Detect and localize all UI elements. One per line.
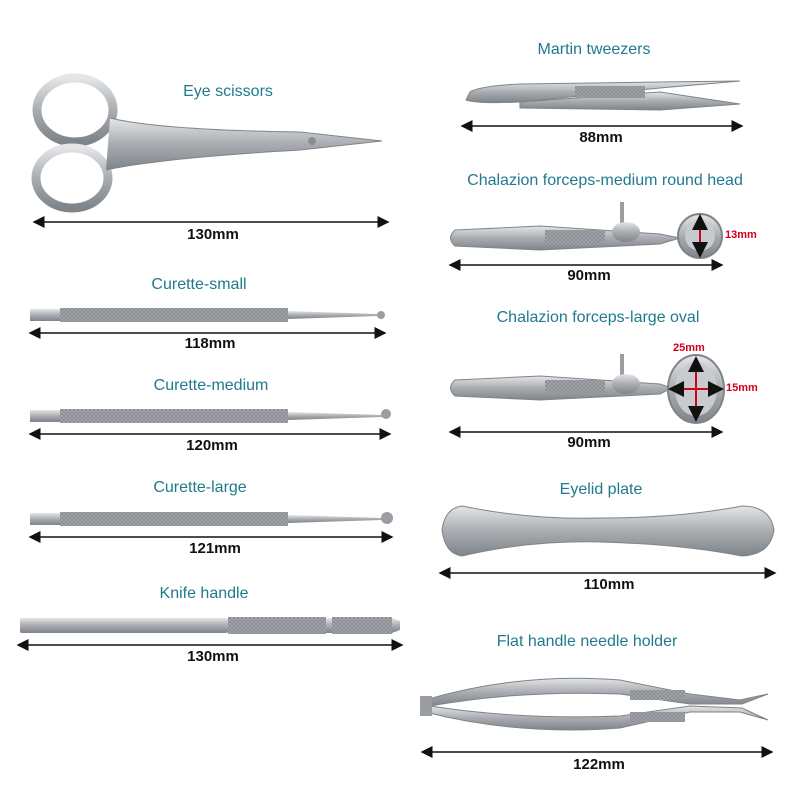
chalazion-medium-head-size: 13mm	[725, 229, 757, 241]
curette-small-illustration	[30, 308, 385, 322]
chalazion-large-illustration	[450, 354, 725, 424]
needle-holder-name: Flat handle needle holder	[496, 633, 678, 650]
curette-large-size: 121mm	[189, 540, 241, 557]
eye-scissors-name: Eye scissors	[183, 83, 273, 100]
eyelid-plate-name: Eyelid plate	[559, 481, 643, 498]
martin-tweezers-illustration	[465, 80, 741, 111]
chalazion-large-head-length: 25mm	[673, 342, 705, 354]
martin-tweezers-name: Martin tweezers	[537, 41, 651, 58]
needle-holder-size: 122mm	[573, 756, 625, 773]
curette-small-size: 118mm	[184, 335, 236, 352]
martin-tweezers-size: 88mm	[579, 129, 623, 146]
curette-medium-name: Curette-medium	[153, 377, 269, 394]
chalazion-large-head-width: 15mm	[726, 382, 758, 394]
eyelid-plate-size: 110mm	[583, 576, 635, 593]
curette-medium-size: 120mm	[186, 437, 238, 454]
eye-scissors-size: 130mm	[187, 226, 239, 243]
needle-holder-illustration	[420, 677, 769, 731]
chalazion-medium-name: Chalazion forceps-medium round head	[467, 172, 743, 189]
chalazion-large-name: Chalazion forceps-large oval	[496, 309, 700, 326]
chalazion-medium-illustration	[450, 202, 723, 259]
eyelid-plate-illustration	[441, 505, 775, 557]
curette-large-illustration	[30, 512, 393, 526]
knife-handle-name: Knife handle	[159, 585, 249, 602]
knife-handle-illustration	[20, 617, 400, 634]
curette-medium-illustration	[30, 409, 391, 423]
curette-large-name: Curette-large	[153, 479, 247, 496]
chalazion-large-size: 90mm	[567, 434, 611, 451]
eye-scissors-illustration	[31, 73, 383, 213]
chalazion-medium-size: 90mm	[567, 267, 611, 284]
curette-small-name: Curette-small	[151, 276, 247, 293]
knife-handle-size: 130mm	[187, 648, 239, 665]
